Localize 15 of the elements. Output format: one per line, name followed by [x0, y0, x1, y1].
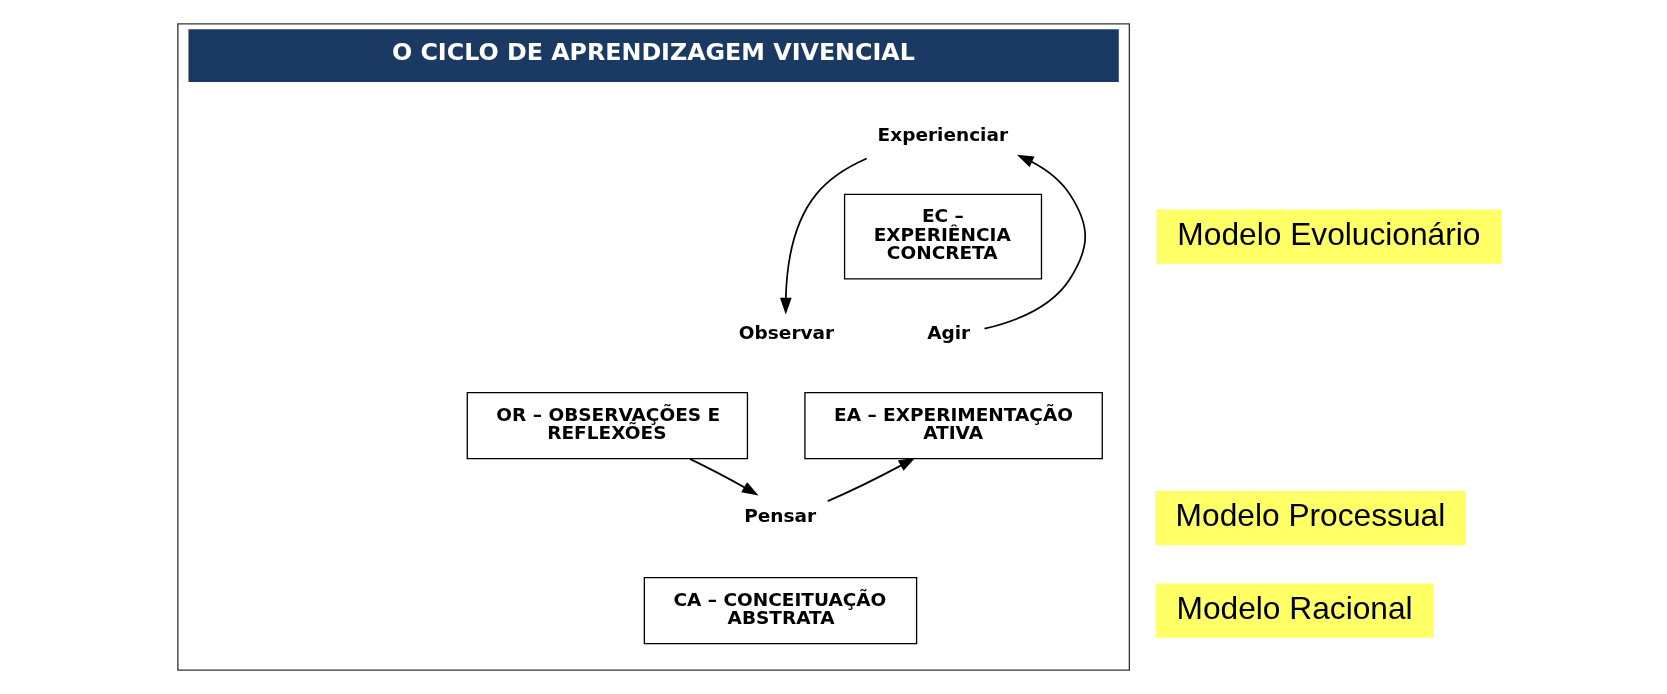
node-text: Pensar: [743, 504, 816, 526]
node-box: EC – EXPERIÊNCIA CONCRETA: [843, 193, 1042, 280]
arrow: [983, 154, 1086, 330]
arrow: [779, 157, 868, 315]
node-text: Experienciar: [877, 124, 1008, 146]
arrow: [826, 457, 915, 502]
arrow: [688, 458, 759, 496]
node-text: Agir: [926, 322, 970, 344]
node-box: Modelo Processual: [1154, 491, 1466, 546]
node-box: OR – OBSERVAÇÕES E REFLEXÕES: [466, 391, 748, 460]
node-box: Modelo Evolucionário: [1155, 209, 1501, 264]
node-box: Modelo Racional: [1155, 583, 1433, 638]
node-text: Observar: [738, 322, 834, 344]
node-box: CA – CONCEITUAÇÃO ABSTRATA: [643, 576, 917, 645]
node-box: EA – EXPERIMENTAÇÃO ATIVA: [803, 391, 1103, 460]
